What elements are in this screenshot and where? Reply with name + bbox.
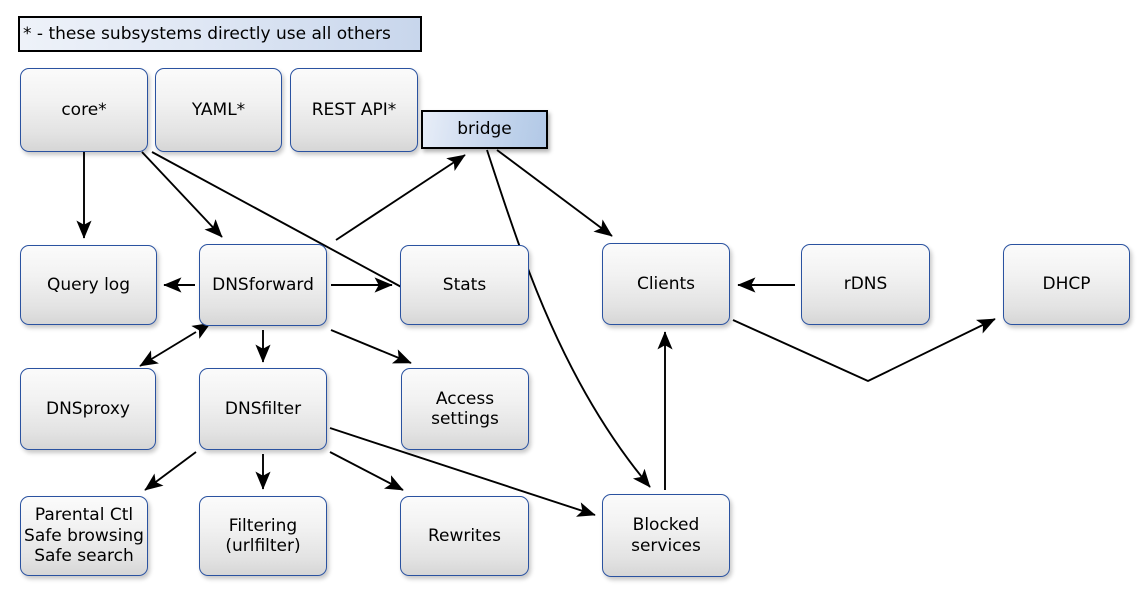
node-dnsfilter[interactable]: DNSfilter	[199, 368, 327, 450]
node-label-dhcp: DHCP	[1042, 274, 1091, 295]
node-label-access_settings: Access settings	[431, 388, 499, 429]
node-label-dnsforward: DNSforward	[212, 274, 314, 295]
node-label-blocked_services: Blocked services	[631, 515, 701, 556]
node-dnsproxy[interactable]: DNSproxy	[20, 368, 156, 450]
edge-dnsfilter-to-parental	[144, 451, 197, 491]
legend-note-label: * - these subsystems directly use all ot…	[23, 24, 391, 44]
node-label-query_log: Query log	[47, 274, 130, 295]
node-label-yaml: YAML*	[191, 99, 246, 120]
node-rest_api[interactable]: REST API*	[290, 68, 418, 152]
node-rdns[interactable]: rDNS	[801, 244, 930, 325]
edge-dnsforward-to-access_settings	[330, 329, 412, 364]
node-parental[interactable]: Parental Ctl Safe browsing Safe search	[20, 496, 148, 576]
node-label-rest_api: REST API*	[311, 99, 397, 120]
node-yaml[interactable]: YAML*	[155, 68, 282, 152]
node-query_log[interactable]: Query log	[20, 245, 157, 325]
node-access_settings[interactable]: Access settings	[401, 368, 529, 450]
edge-dnsfilter-to-rewrites	[329, 451, 404, 491]
legend-note: * - these subsystems directly use all ot…	[18, 16, 422, 52]
edge-clients-to-dhcp	[732, 318, 996, 383]
node-dhcp[interactable]: DHCP	[1003, 244, 1130, 325]
node-label-rewrites: Rewrites	[427, 525, 502, 546]
edge-dnsforward-to-bridge	[335, 154, 466, 241]
node-stats[interactable]: Stats	[400, 245, 529, 325]
node-label-core: core*	[61, 99, 107, 120]
node-label-dnsfilter: DNSfilter	[224, 398, 302, 419]
node-bridge[interactable]: bridge	[421, 110, 548, 149]
node-label-dnsproxy: DNSproxy	[45, 398, 130, 419]
edge-dnsforward-to-dnsproxy	[139, 322, 211, 367]
edge-core-to-dnsforward	[141, 151, 223, 238]
node-filtering[interactable]: Filtering (urlfilter)	[199, 496, 327, 576]
node-label-parental: Parental Ctl Safe browsing Safe search	[24, 505, 144, 567]
node-label-bridge: bridge	[457, 119, 512, 140]
node-label-stats: Stats	[442, 274, 487, 295]
node-label-rdns: rDNS	[843, 274, 888, 295]
node-label-clients: Clients	[636, 273, 696, 294]
edge-bridge-to-clients	[496, 149, 613, 237]
node-dnsforward[interactable]: DNSforward	[199, 244, 327, 326]
node-blocked_services[interactable]: Blocked services	[602, 494, 730, 577]
node-clients[interactable]: Clients	[602, 243, 730, 325]
node-rewrites[interactable]: Rewrites	[400, 496, 529, 576]
node-core[interactable]: core*	[20, 68, 148, 152]
node-label-filtering: Filtering (urlfilter)	[225, 515, 301, 556]
